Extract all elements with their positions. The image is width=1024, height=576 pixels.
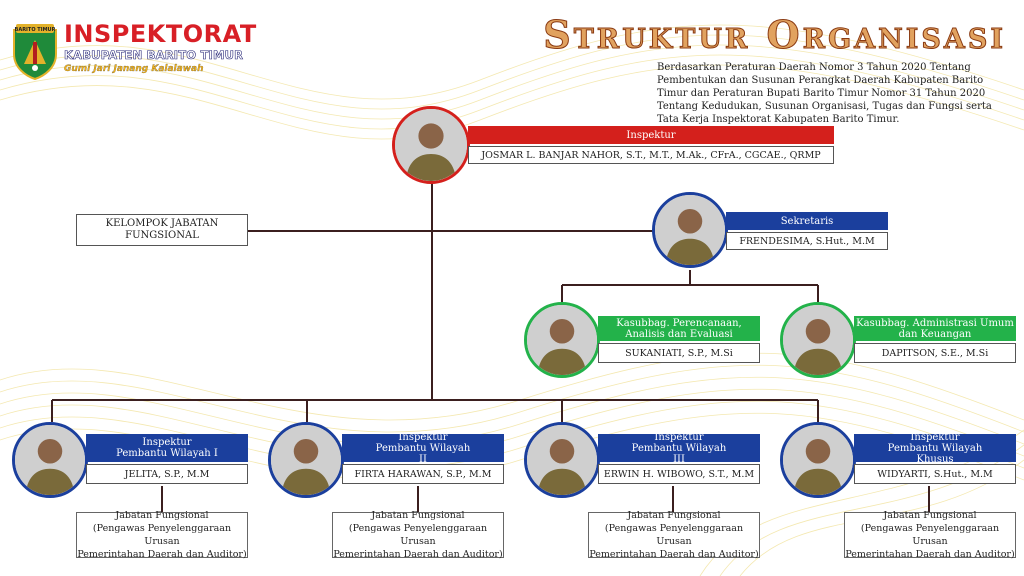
fungsional-line: Pemerintahan Daerah dan Auditor) — [845, 549, 1015, 560]
brand-title: INSPEKTORAT — [64, 20, 257, 48]
irban-3-role: Inspektur Pembantu Wilayah III — [598, 432, 760, 465]
irban-2-fungsional: Jabatan Fungsional (Pengawas Penyelengga… — [332, 510, 504, 560]
kasubbag-administrasi-photo — [780, 302, 856, 378]
regency-logo: BARITO TIMUR — [13, 24, 57, 80]
irban-2-role: Inspektur Pembantu Wilayah II — [342, 432, 504, 465]
irban-1-name: JELITA, S.P., M.M — [86, 464, 248, 484]
brand-subtitle: KABUPATEN BARITO TIMUR — [64, 48, 244, 63]
fungsional-title: Jabatan Fungsional — [627, 510, 721, 521]
fungsional-line: (Pengawas Penyelenggaraan Urusan — [348, 523, 488, 547]
fungsional-title: Jabatan Fungsional — [371, 510, 465, 521]
sekretaris-photo — [652, 192, 728, 268]
page-title: Struktur Organisasi — [543, 12, 1006, 58]
sekretaris-role: Sekretaris — [726, 212, 888, 230]
irban-1-photo — [12, 422, 88, 498]
irban-1-fungsional: Jabatan Fungsional (Pengawas Penyelengga… — [76, 510, 248, 560]
brand-tagline: Gumi Jari Janang Kalalawah — [64, 64, 204, 74]
inspektur-photo — [392, 106, 470, 184]
irban-3-fungsional: Jabatan Fungsional (Pengawas Penyelengga… — [588, 510, 760, 560]
fungsional-line: Pemerintahan Daerah dan Auditor) — [77, 549, 247, 560]
irban-1-role: Inspektur Pembantu Wilayah I — [86, 434, 248, 462]
fungsional-title: Jabatan Fungsional — [883, 510, 977, 521]
fungsional-line: (Pengawas Penyelenggaraan Urusan — [92, 523, 232, 547]
kasubbag-administrasi-role: Kasubbag. Administrasi Umum dan Keuangan — [854, 316, 1016, 341]
irban-3-photo — [524, 422, 600, 498]
irban-khusus-name: WIDYARTI, S.Hut., M.M — [854, 464, 1016, 484]
fungsional-line: (Pengawas Penyelenggaraan Urusan — [604, 523, 744, 547]
fungsional-line: Pemerintahan Daerah dan Auditor) — [589, 549, 759, 560]
fungsional-title: Jabatan Fungsional — [115, 510, 209, 521]
inspektur-name: JOSMAR L. BANJAR NAHOR, S.T., M.T., M.Ak… — [468, 146, 834, 164]
irban-khusus-role: Inspektur Pembantu Wilayah Khusus — [854, 432, 1016, 465]
irban-2-name: FIRTA HARAWAN, S.P., M.M — [342, 464, 504, 484]
kasubbag-perencanaan-role: Kasubbag. Perencanaan, Analisis dan Eval… — [598, 316, 760, 341]
fungsional-line: (Pengawas Penyelenggaraan Urusan — [860, 523, 1000, 547]
irban-2-photo — [268, 422, 344, 498]
svg-text:BARITO TIMUR: BARITO TIMUR — [15, 27, 56, 33]
sekretaris-name: FRENDESIMA, S.Hut., M.M — [726, 232, 888, 250]
legal-basis-text: Berdasarkan Peraturan Daerah Nomor 3 Tah… — [657, 62, 992, 125]
fungsional-group-box: KELOMPOK JABATAN FUNGSIONAL — [76, 214, 248, 246]
inspektur-role: Inspektur — [468, 126, 834, 144]
irban-khusus-fungsional: Jabatan Fungsional (Pengawas Penyelengga… — [844, 510, 1016, 560]
kasubbag-perencanaan-name: SUKANIATI, S.P., M.Si — [598, 343, 760, 363]
kasubbag-administrasi-name: DAPITSON, S.E., M.Si — [854, 343, 1016, 363]
fungsional-line: Pemerintahan Daerah dan Auditor) — [333, 549, 503, 560]
irban-3-name: ERWIN H. WIBOWO, S.T., M.M — [598, 464, 760, 484]
kasubbag-perencanaan-photo — [524, 302, 600, 378]
irban-khusus-photo — [780, 422, 856, 498]
